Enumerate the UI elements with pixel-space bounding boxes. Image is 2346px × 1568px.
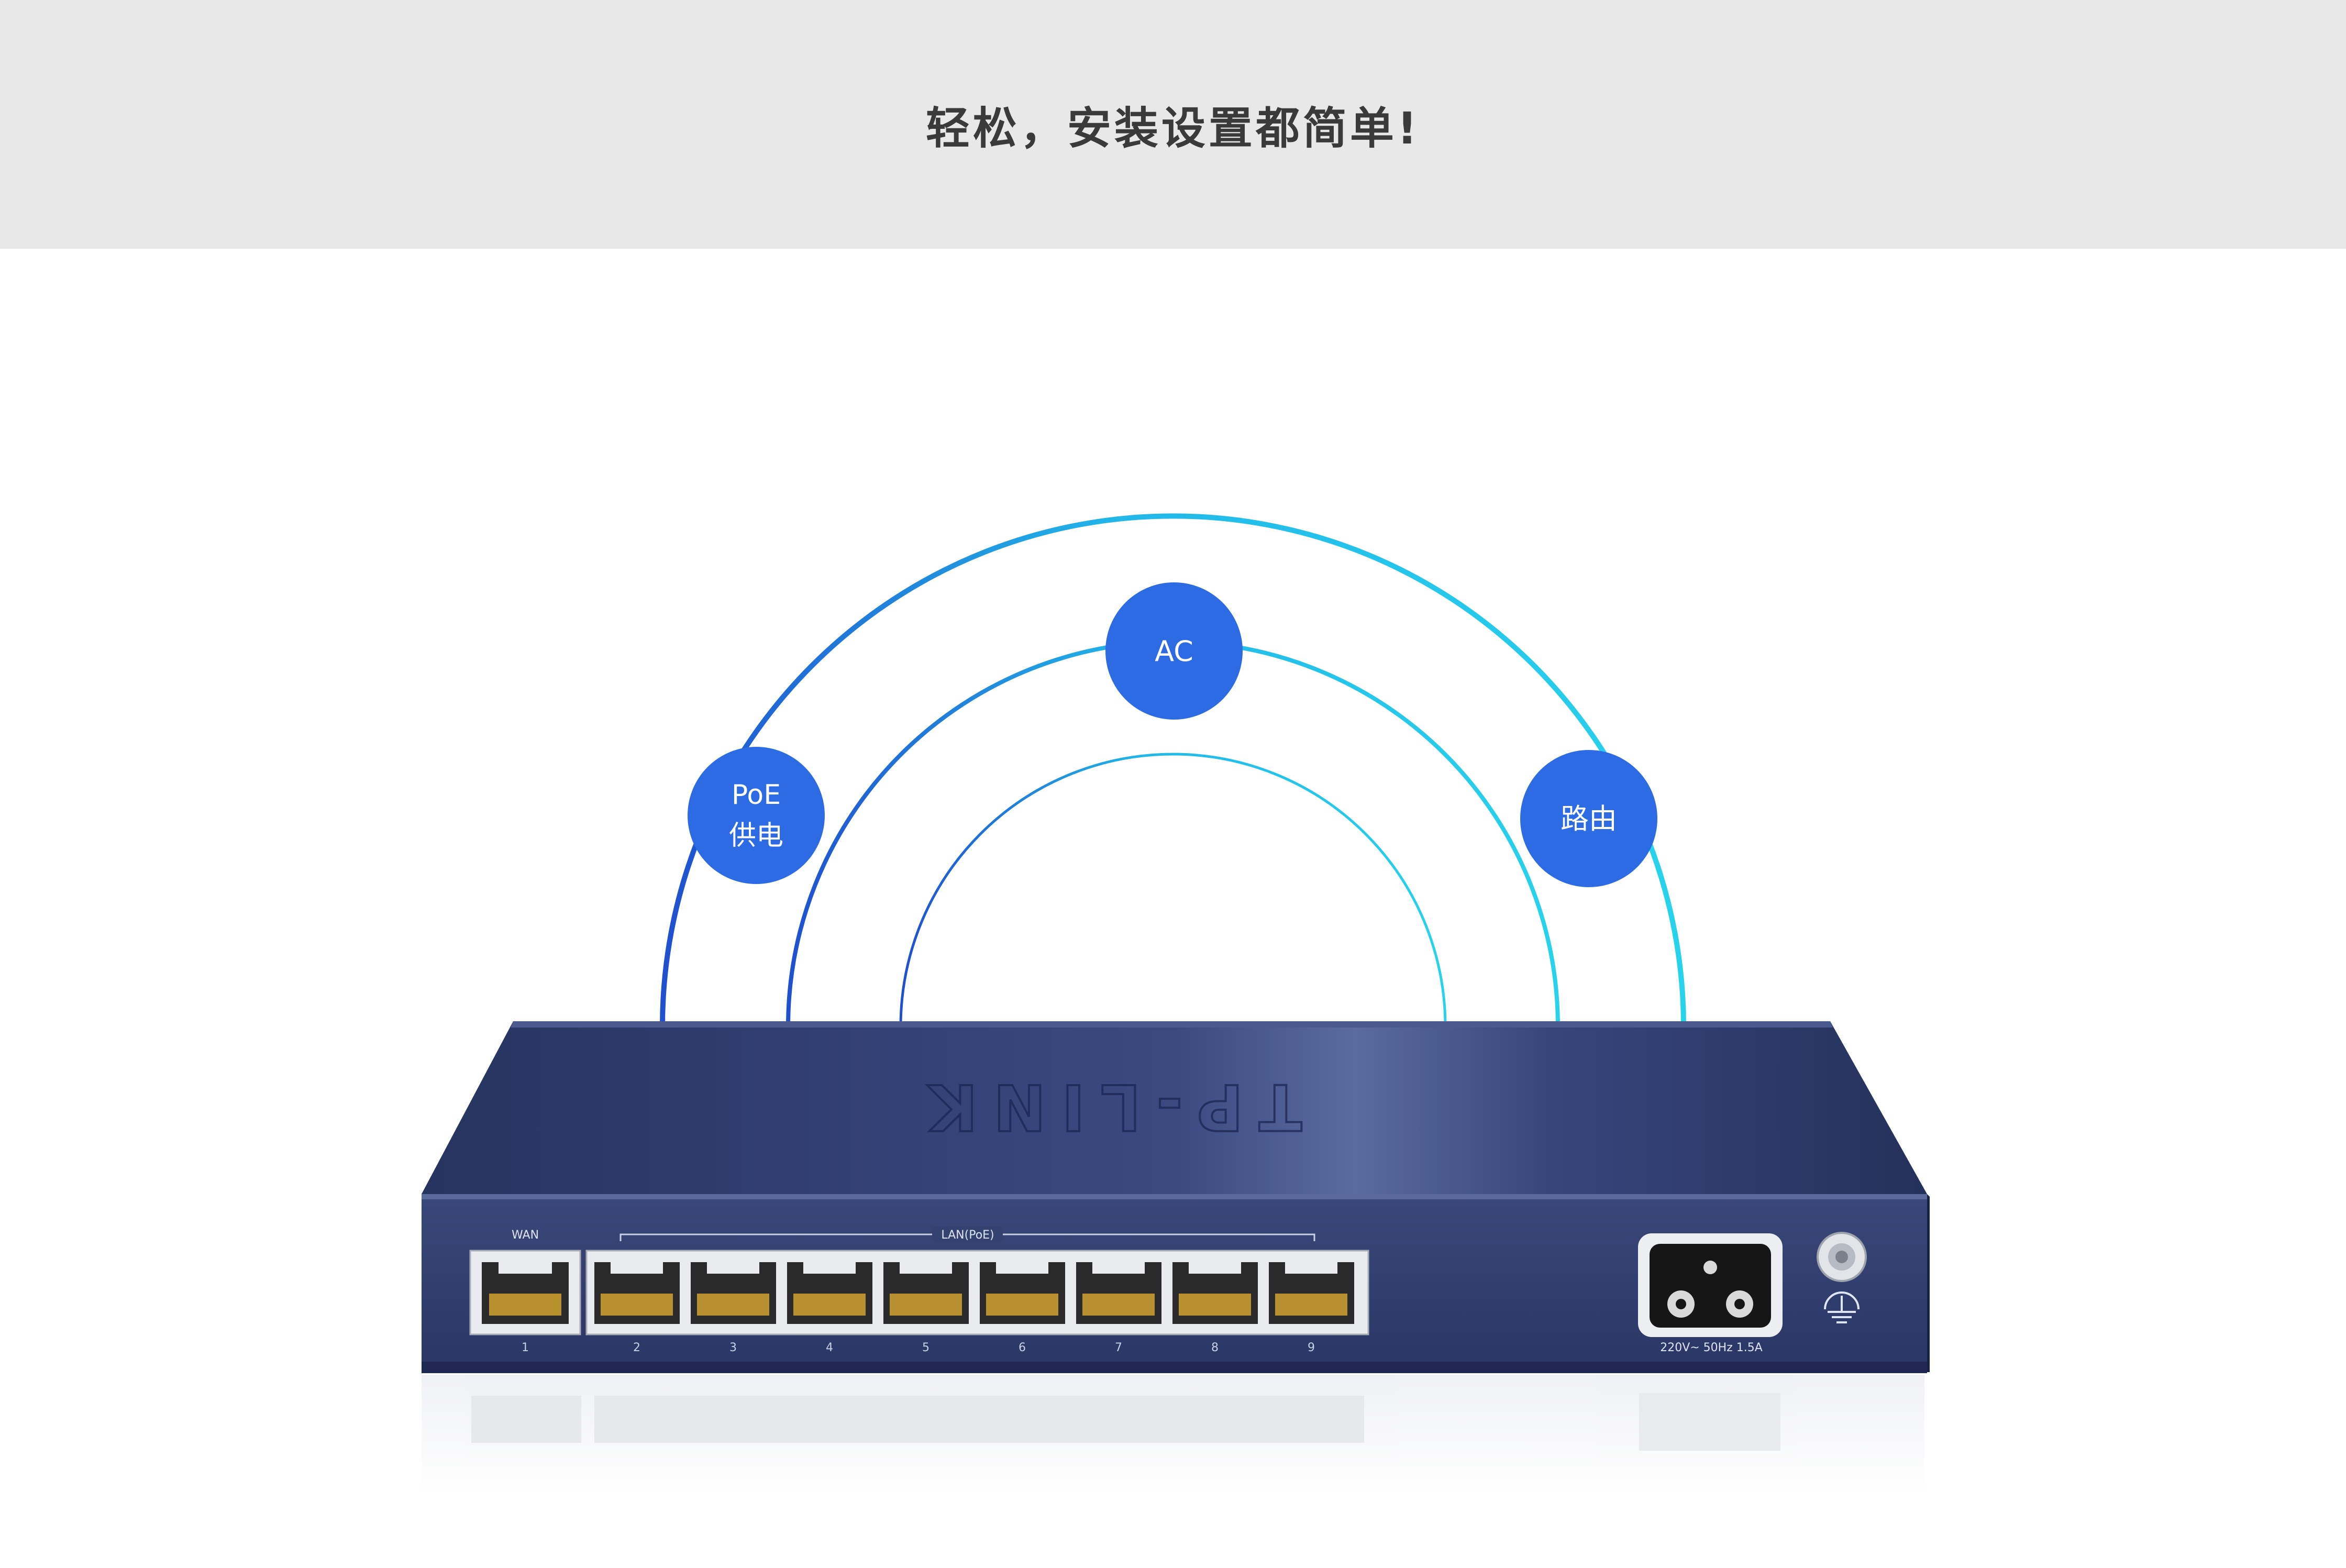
ac-badge: AC bbox=[1105, 582, 1243, 720]
port-number-4: 4 bbox=[826, 1341, 833, 1354]
wan-label: WAN bbox=[512, 1229, 539, 1242]
lan-port-5 bbox=[883, 1262, 969, 1324]
lan-port-4 bbox=[787, 1262, 872, 1324]
router-badge: 路由 bbox=[1520, 750, 1657, 887]
port-number-9: 9 bbox=[1308, 1341, 1315, 1354]
lan-port-2 bbox=[594, 1262, 680, 1324]
poe-badge-line2: 供电 bbox=[729, 820, 783, 852]
power-rating: 220V~ 50Hz 1.5A bbox=[1660, 1341, 1763, 1354]
power-socket bbox=[1638, 1233, 1783, 1337]
poe-badge-line1: PoE bbox=[732, 779, 781, 811]
lan-port-8 bbox=[1172, 1262, 1258, 1324]
lan-port-3 bbox=[691, 1262, 776, 1324]
port-number-3: 3 bbox=[729, 1341, 737, 1354]
port-number-2: 2 bbox=[633, 1341, 640, 1354]
port-number-5: 5 bbox=[922, 1341, 929, 1354]
headline: 轻松，安装设置都简单! bbox=[925, 103, 1421, 154]
poe-badge: PoE 供电 bbox=[688, 747, 825, 884]
lan-port-7 bbox=[1076, 1262, 1161, 1324]
ground-screw bbox=[1817, 1232, 1867, 1282]
brand-emboss: TP-LINK bbox=[913, 1070, 1302, 1143]
network-switch: TP-LINK WAN LAN(PoE) bbox=[422, 1021, 1930, 1373]
header-band: 轻松，安装设置都简单! bbox=[0, 0, 2346, 249]
wan-port bbox=[469, 1250, 581, 1335]
router-badge-label: 路由 bbox=[1561, 802, 1617, 835]
lan-label: LAN(PoE) bbox=[941, 1229, 994, 1242]
device-reflection bbox=[422, 1375, 1924, 1495]
port-number-1: 1 bbox=[522, 1341, 529, 1354]
inner-arc bbox=[899, 753, 1447, 1027]
port-number-8: 8 bbox=[1211, 1341, 1219, 1354]
ac-badge-label: AC bbox=[1155, 635, 1193, 668]
lan-port-9 bbox=[1269, 1262, 1354, 1324]
ground-icon bbox=[1824, 1291, 1860, 1323]
port-number-7: 7 bbox=[1115, 1341, 1122, 1354]
port-number-6: 6 bbox=[1019, 1341, 1026, 1354]
lan-port-6 bbox=[980, 1262, 1065, 1324]
